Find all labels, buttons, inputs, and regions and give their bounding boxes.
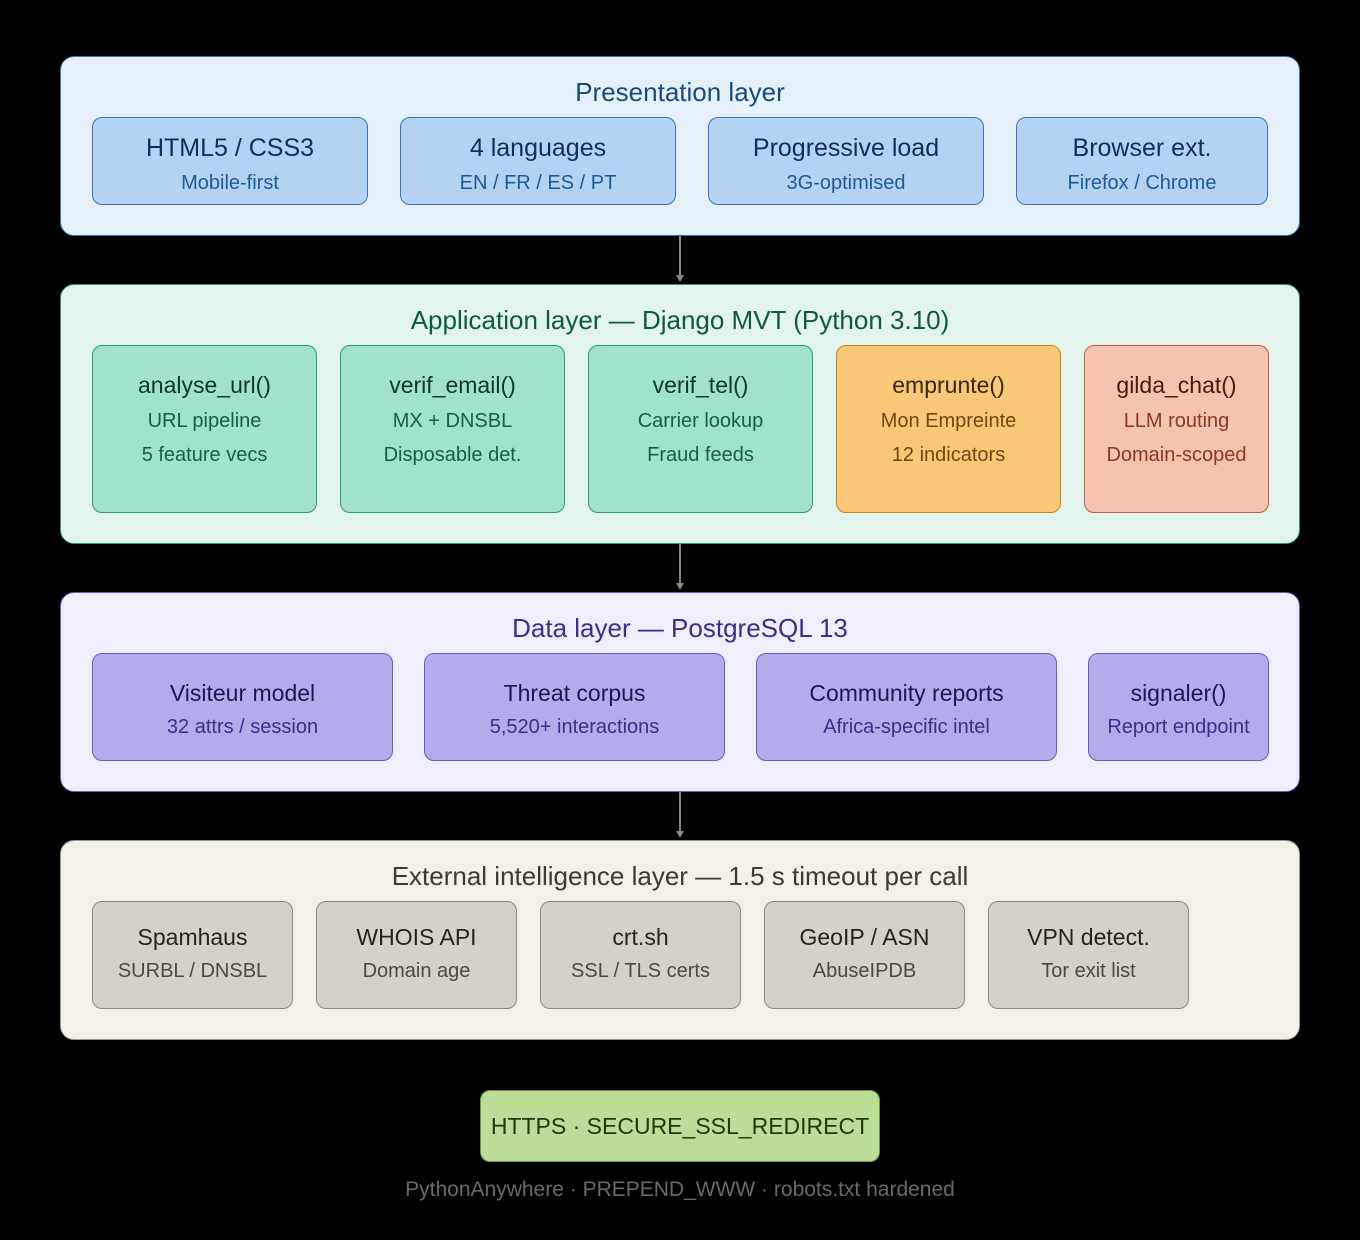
node-subtitle: SSL / TLS certs bbox=[571, 960, 710, 982]
footer-note: PythonAnywhere · PREPEND_WWW · robots.tx… bbox=[405, 1178, 955, 1201]
node-languages: 4 languages EN / FR / ES / PT bbox=[400, 117, 676, 205]
presentation-layer-title: Presentation layer bbox=[575, 77, 785, 107]
node-threat-corpus: Threat corpus 5,520+ interactions bbox=[424, 653, 725, 761]
node-gilda-chat: gilda_chat() LLM routing Domain-scoped bbox=[1084, 345, 1269, 513]
arrowhead-icon bbox=[676, 831, 684, 838]
node-title: Community reports bbox=[809, 680, 1004, 706]
external-layer-title: External intelligence layer — 1.5 s time… bbox=[391, 861, 969, 891]
arrowhead-icon bbox=[676, 583, 684, 590]
node-subtitle: Mon Empreinte bbox=[880, 410, 1017, 432]
node-title: Spamhaus bbox=[137, 924, 248, 950]
node-subtitle: Disposable det. bbox=[383, 444, 522, 466]
data-layer: Data layer — PostgreSQL 13 Visiteur mode… bbox=[60, 592, 1300, 792]
node-subtitle: 3G-optimised bbox=[786, 172, 906, 194]
node-analyse-url: analyse_url() URL pipeline 5 feature vec… bbox=[92, 345, 317, 513]
node-whois-api: WHOIS API Domain age bbox=[316, 901, 517, 1009]
node-subtitle: Fraud feeds bbox=[647, 444, 754, 466]
node-subtitle: Tor exit list bbox=[1041, 960, 1136, 982]
node-title: HTML5 / CSS3 bbox=[145, 134, 315, 162]
node-subtitle: 12 indicators bbox=[891, 444, 1006, 466]
node-title: 4 languages bbox=[469, 134, 607, 162]
node-title: Threat corpus bbox=[503, 680, 646, 706]
node-subtitle: Carrier lookup bbox=[637, 410, 764, 432]
node-subtitle: SURBL / DNSBL bbox=[117, 960, 268, 982]
node-title: Progressive load bbox=[752, 134, 940, 162]
node-signaler: signaler() Report endpoint bbox=[1088, 653, 1269, 761]
node-emprunte: emprunte() Mon Empreinte 12 indicators bbox=[836, 345, 1061, 513]
node-title: GeoIP / ASN bbox=[799, 924, 930, 950]
node-title: WHOIS API bbox=[356, 924, 477, 950]
arrow-application-to-data bbox=[679, 544, 681, 584]
arrow-data-to-external bbox=[679, 792, 681, 832]
node-title: VPN detect. bbox=[1027, 924, 1150, 950]
node-subtitle: AbuseIPDB bbox=[812, 960, 917, 982]
node-visiteur-model: Visiteur model 32 attrs / session bbox=[92, 653, 393, 761]
node-vpn-detect: VPN detect. Tor exit list bbox=[988, 901, 1189, 1009]
node-subtitle: Domain-scoped bbox=[1106, 444, 1247, 466]
node-subtitle: Africa-specific intel bbox=[823, 716, 990, 738]
node-subtitle: Firefox / Chrome bbox=[1067, 172, 1217, 194]
node-subtitle: LLM routing bbox=[1123, 410, 1230, 432]
node-progressive-load: Progressive load 3G-optimised bbox=[708, 117, 984, 205]
node-spamhaus: Spamhaus SURBL / DNSBL bbox=[92, 901, 293, 1009]
external-intelligence-layer: External intelligence layer — 1.5 s time… bbox=[60, 840, 1300, 1040]
node-title: signaler() bbox=[1130, 680, 1227, 706]
node-subtitle: Domain age bbox=[362, 960, 471, 982]
node-subtitle: Mobile-first bbox=[181, 172, 279, 194]
node-subtitle: 5 feature vecs bbox=[141, 444, 268, 466]
node-title: Browser ext. bbox=[1072, 134, 1212, 162]
node-crt-sh: crt.sh SSL / TLS certs bbox=[540, 901, 741, 1009]
node-subtitle: EN / FR / ES / PT bbox=[459, 172, 617, 194]
data-layer-title: Data layer — PostgreSQL 13 bbox=[512, 613, 848, 643]
node-title: emprunte() bbox=[892, 372, 1005, 398]
node-subtitle: Report endpoint bbox=[1107, 716, 1250, 738]
arrow-presentation-to-application bbox=[679, 236, 681, 276]
https-badge: HTTPS · SECURE_SSL_REDIRECT bbox=[480, 1090, 880, 1162]
node-geoip-asn: GeoIP / ASN AbuseIPDB bbox=[764, 901, 965, 1009]
arrowhead-icon bbox=[676, 275, 684, 282]
node-browser-ext: Browser ext. Firefox / Chrome bbox=[1016, 117, 1268, 205]
node-title: Visiteur model bbox=[169, 680, 316, 706]
presentation-layer: Presentation layer HTML5 / CSS3 Mobile-f… bbox=[60, 56, 1300, 236]
node-verif-email: verif_email() MX + DNSBL Disposable det. bbox=[340, 345, 565, 513]
application-layer-title: Application layer — Django MVT (Python 3… bbox=[410, 305, 950, 335]
application-layer: Application layer — Django MVT (Python 3… bbox=[60, 284, 1300, 544]
node-title: gilda_chat() bbox=[1116, 372, 1237, 398]
node-title: analyse_url() bbox=[138, 372, 271, 398]
node-verif-tel: verif_tel() Carrier lookup Fraud feeds bbox=[588, 345, 813, 513]
node-title: verif_tel() bbox=[652, 372, 749, 398]
node-subtitle: URL pipeline bbox=[147, 410, 262, 432]
node-html5-css3: HTML5 / CSS3 Mobile-first bbox=[92, 117, 368, 205]
node-title: crt.sh bbox=[612, 924, 669, 950]
node-community-reports: Community reports Africa-specific intel bbox=[756, 653, 1057, 761]
node-subtitle: 32 attrs / session bbox=[166, 716, 319, 738]
node-subtitle: MX + DNSBL bbox=[392, 410, 513, 432]
node-title: verif_email() bbox=[389, 372, 516, 398]
node-subtitle: 5,520+ interactions bbox=[489, 716, 660, 738]
